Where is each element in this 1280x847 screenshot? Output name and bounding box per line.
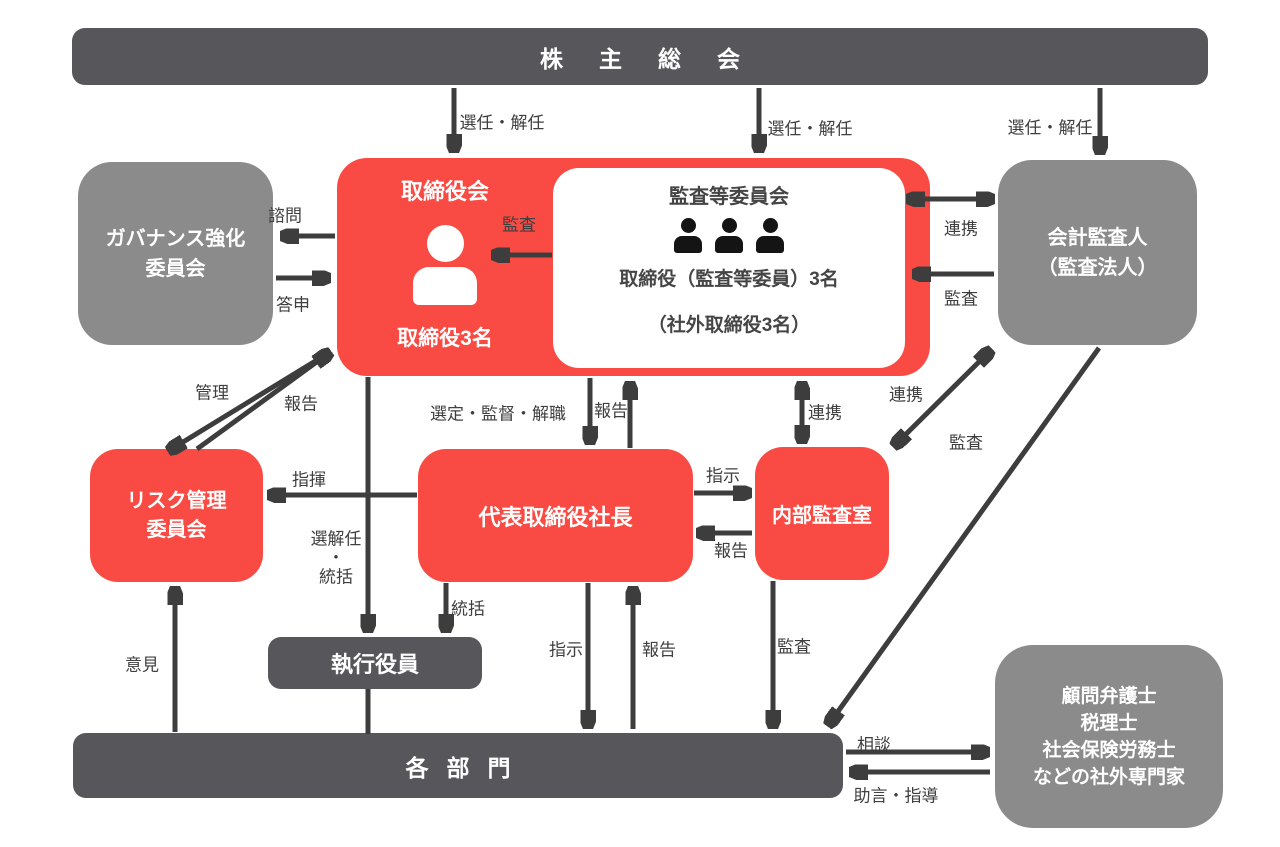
edge-label-audit-internal-to-departments: 監査 [777, 637, 811, 657]
person-icon-head [680, 218, 696, 233]
edge-label-advice-guidance: 助言・指導 [853, 786, 939, 806]
person-icon [715, 218, 743, 253]
node-shareholders-meeting: 株主総会 [72, 28, 1208, 85]
edge-label-audit-auditor-to-departments: 監査 [949, 433, 983, 453]
person-icon [756, 218, 784, 253]
edge-label-appoint-dismiss-supervise-line3: 統括 [319, 567, 353, 587]
internal-audit-label: 内部監査室 [772, 505, 872, 527]
person-icon [674, 218, 702, 253]
audit-committee-members-icons [674, 218, 784, 253]
node-risk-management-committee: リスク管理 委員会 [90, 449, 263, 582]
edge-label-audit-auditor-to-committee: 監査 [944, 289, 978, 309]
edge-label-management: 管理 [195, 383, 229, 403]
person-icon-head [762, 218, 778, 233]
node-executive-officers: 執行役員 [268, 637, 482, 689]
edge-label-report-to-board: 報告 [284, 394, 318, 414]
node-internal-audit-office: 内部監査室 [755, 447, 889, 580]
person-icon-torso [674, 236, 702, 253]
person-icon-torso [413, 267, 477, 305]
edge-label-report-departments: 報告 [642, 640, 676, 660]
edge-label-instruction-to-internal: 指示 [706, 466, 740, 486]
edge-label-consultation-experts: 相談 [857, 735, 891, 755]
departments-label: 各部門 [405, 754, 529, 781]
risk-committee-line1: リスク管理 [126, 489, 227, 512]
edge-label-select-supervise-dismiss: 選定・監督・解職 [430, 404, 566, 424]
edge-label-appoint-dismiss-board: 選任・解任 [459, 113, 545, 133]
audit-committee-title: 監査等委員会 [669, 186, 789, 208]
node-audit-committee: 監査等委員会 取締役（監査等委員）3名 （社外取締役3名） [553, 168, 905, 368]
edge-label-command: 指揮 [292, 470, 326, 490]
governance-committee-line2: 委員会 [145, 257, 206, 280]
edge-label-appoint-dismiss-supervise: 選解任 ・ 統括 [311, 530, 362, 587]
edge-label-supervise-executive: 統括 [451, 599, 485, 619]
person-icon-head [426, 225, 464, 262]
node-departments: 各部門 [73, 733, 843, 798]
risk-committee-line2: 委員会 [146, 518, 207, 541]
audit-committee-members: 取締役（監査等委員）3名 [619, 269, 839, 290]
accounting-auditor-line2: （監査法人） [1037, 256, 1158, 279]
edge-label-report-president-to-board: 報告 [594, 401, 628, 421]
external-experts-line2: 税理士 [1080, 712, 1138, 734]
accounting-auditor-line1: 会計監査人 [1047, 226, 1148, 249]
external-experts-line3: 社会保険労務士 [1042, 739, 1176, 761]
edge-label-appoint-dismiss-auditor: 選任・解任 [1007, 118, 1093, 138]
edge-label-consultation: 諮問 [268, 206, 302, 226]
node-president: 代表取締役社長 [418, 449, 693, 582]
person-icon-torso [715, 236, 743, 253]
node-accounting-auditor: 会計監査人 （監査法人） [998, 160, 1197, 345]
edge-label-audit-committee-to-board: 監査 [502, 215, 536, 235]
edge-label-appoint-dismiss-supervise-line2: ・ [327, 548, 345, 568]
audit-committee-note: （社外取締役3名） [647, 315, 811, 336]
board-of-directors-title: 取締役会 [400, 179, 489, 204]
external-experts-line1: 顧問弁護士 [1061, 685, 1157, 707]
person-icon-torso [756, 236, 784, 253]
edge-label-report-back: 答申 [276, 295, 310, 315]
edge-label-appoint-dismiss-committee: 選任・解任 [767, 119, 853, 139]
edge-label-opinion: 意見 [125, 655, 159, 675]
president-label: 代表取締役社長 [478, 504, 633, 530]
executive-officers-label: 執行役員 [330, 652, 419, 677]
edge-label-cooperation-committee-internal: 連携 [808, 403, 842, 423]
shareholders-meeting-label: 株主総会 [540, 45, 776, 72]
edge-label-cooperation-top: 連携 [944, 219, 978, 239]
node-governance-committee: ガバナンス強化 委員会 [78, 162, 273, 345]
board-of-directors-members: 取締役3名 [397, 327, 493, 350]
edge-label-cooperation-internal-auditor: 連携 [889, 385, 923, 405]
governance-committee-line1: ガバナンス強化 [105, 227, 246, 250]
edge-label-appoint-dismiss-supervise-line1: 選解任 [310, 529, 362, 549]
director-person-icon [410, 225, 480, 305]
edge-label-instruction-to-departments: 指示 [549, 640, 583, 660]
edge-label-report-internal-to-president: 報告 [714, 541, 748, 561]
node-external-experts: 顧問弁護士 税理士 社会保険労務士 などの社外専門家 [995, 645, 1223, 828]
person-icon-head [721, 218, 737, 233]
external-experts-line4: などの社外専門家 [1032, 766, 1185, 788]
